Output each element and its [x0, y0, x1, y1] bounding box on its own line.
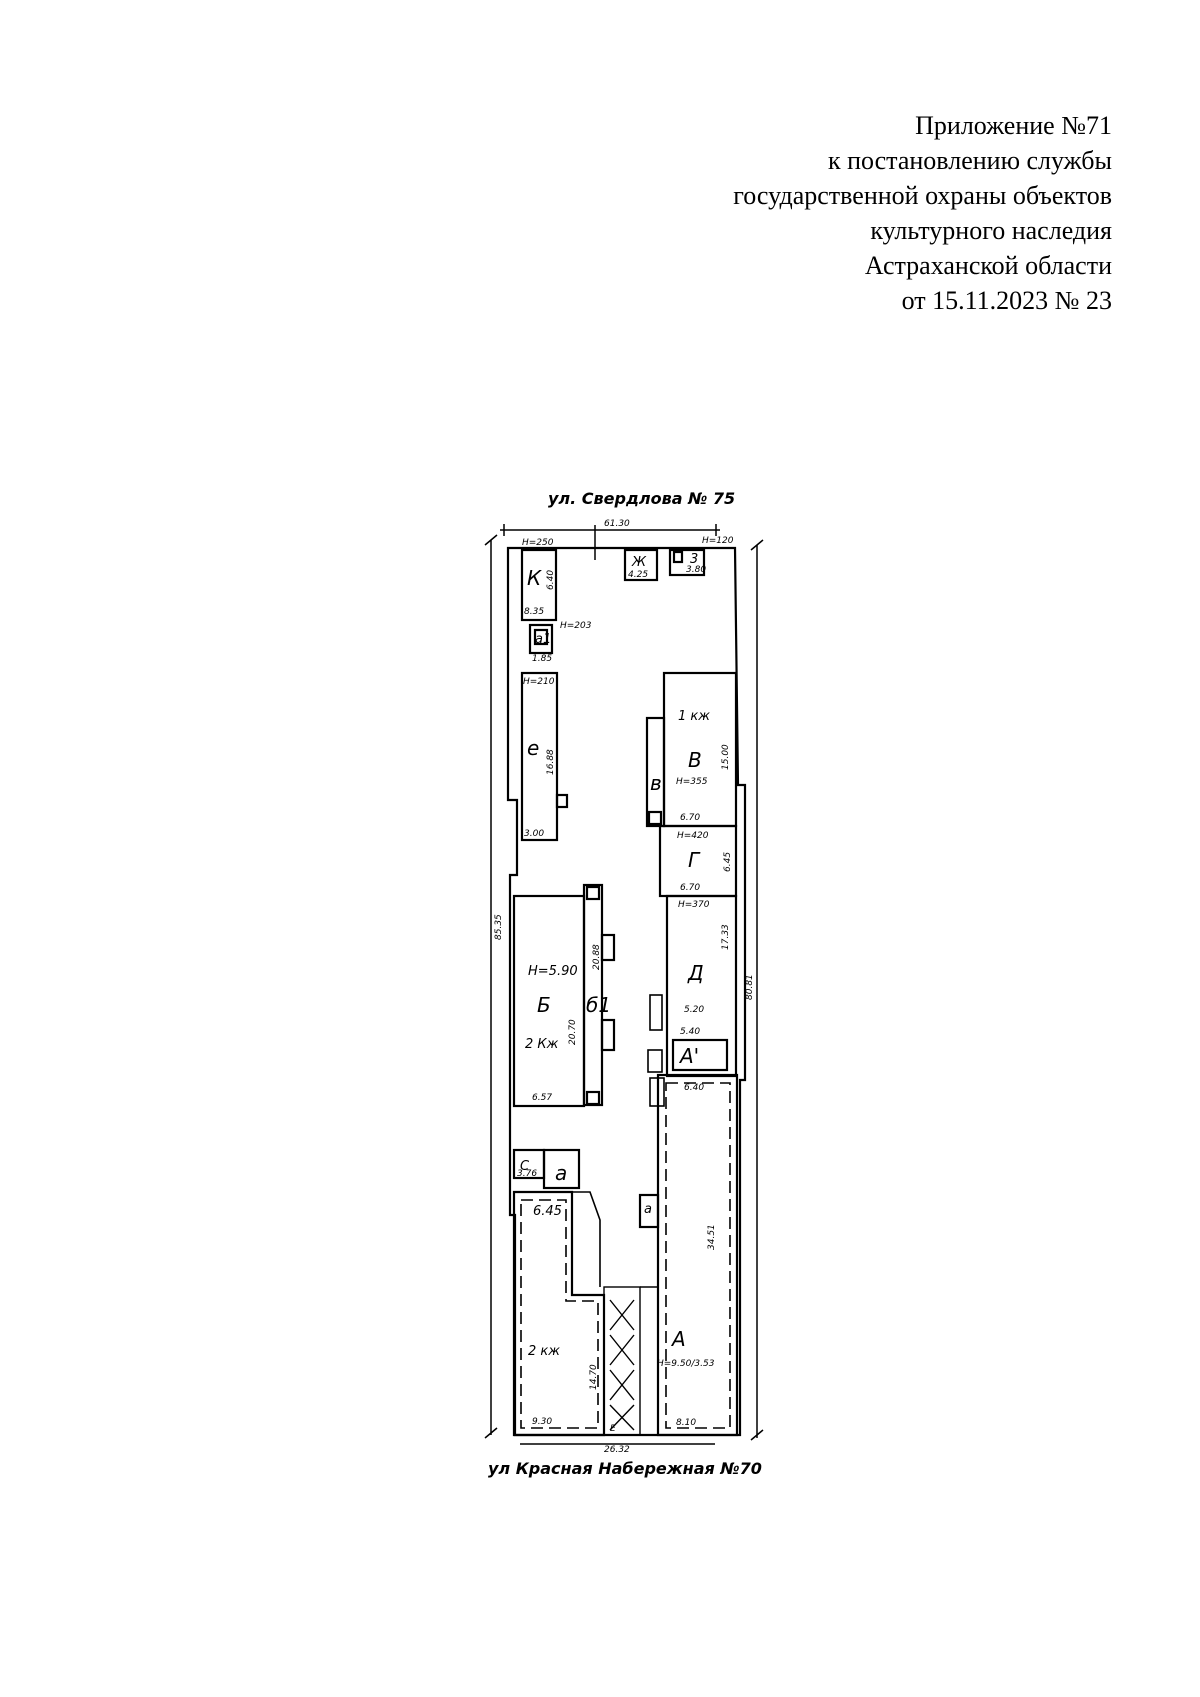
svg-text:Н=355: Н=355 — [676, 777, 708, 787]
svg-text:В: В — [688, 748, 702, 772]
svg-text:А': А' — [678, 1044, 699, 1068]
svg-text:6.57: 6.57 — [532, 1093, 552, 1103]
svg-text:а1: а1 — [535, 632, 551, 647]
svg-text:А: А — [670, 1327, 686, 1351]
header-line-2: к постановлению службы — [827, 146, 1112, 175]
svg-text:2 Кж: 2 Кж — [525, 1037, 559, 1052]
building-zh: Ж 4.25 — [623, 548, 659, 582]
svg-text:Н=120: Н=120 — [702, 536, 734, 546]
document-header: Приложение №71 к постановлению службы го… — [733, 108, 1112, 318]
header-line-6: от 15.11.2023 № 23 — [901, 286, 1112, 315]
svg-text:Н=210: Н=210 — [523, 677, 555, 687]
header-line-3: государственной охраны объектов — [733, 181, 1112, 210]
header-line-1: Приложение №71 — [915, 111, 1112, 140]
svg-text:5.40: 5.40 — [680, 1027, 700, 1037]
svg-text:8.10: 8.10 — [676, 1418, 696, 1428]
svg-text:Н=420: Н=420 — [677, 831, 709, 841]
svg-text:3.80: 3.80 — [686, 565, 706, 575]
dim-right: 80.81 — [745, 974, 755, 1000]
small-structures — [647, 994, 665, 1107]
courtyard-line — [572, 1075, 659, 1288]
passage: Е — [603, 1286, 641, 1436]
svg-text:Д: Д — [687, 961, 704, 985]
building-2kzh: 6.45 2 кж 14.70 9.30 — [512, 1190, 606, 1437]
building-b: Н=5.90 Б 2 Кж 20.70 6.57 — [512, 894, 586, 1108]
svg-text:3.00: 3.00 — [524, 829, 544, 839]
street-bottom-label: ул Красная Набережная №70 — [488, 1459, 762, 1478]
svg-text:Н=250: Н=250 — [522, 538, 554, 548]
svg-text:20.70: 20.70 — [568, 1019, 578, 1045]
svg-text:3.76: 3.76 — [517, 1169, 537, 1179]
building-a-lower: а — [638, 1193, 660, 1229]
dim-top: 61.30 — [604, 519, 630, 529]
svg-text:Г: Г — [688, 848, 701, 872]
svg-text:а: а — [644, 1202, 652, 1217]
building-e: е 16.88 3.00 Н=210 — [520, 671, 569, 842]
building-c: С 3.76 — [512, 1148, 546, 1180]
svg-text:б1: б1 — [586, 993, 611, 1017]
svg-text:15.00: 15.00 — [721, 744, 731, 770]
svg-text:14.70: 14.70 — [589, 1364, 599, 1390]
svg-text:в: в — [650, 771, 662, 795]
building-a-prime: А' 5.40 — [671, 1027, 729, 1072]
building-b1: б1 20.88 — [582, 883, 616, 1107]
svg-text:6.70: 6.70 — [680, 813, 700, 823]
building-a1: а1 1.85 Н=203 — [528, 621, 592, 664]
svg-text:1.85: 1.85 — [532, 654, 552, 664]
svg-text:Б: Б — [537, 993, 551, 1017]
svg-text:а: а — [555, 1161, 567, 1185]
svg-text:9.30: 9.30 — [532, 1417, 552, 1427]
svg-text:3: 3 — [690, 552, 698, 567]
svg-text:Н=9.50/3.53: Н=9.50/3.53 — [657, 1359, 715, 1369]
svg-text:2 кж: 2 кж — [528, 1344, 560, 1359]
building-g: Г Н=420 6.70 6.45 — [658, 824, 738, 898]
svg-text:6.40: 6.40 — [546, 570, 556, 590]
building-v: 1 кж В Н=355 6.70 15.00 — [662, 671, 738, 828]
svg-text:6.45: 6.45 — [533, 1204, 562, 1219]
svg-text:Н=370: Н=370 — [678, 900, 710, 910]
svg-text:Н=5.90: Н=5.90 — [528, 964, 578, 979]
header-line-5: Астраханской области — [864, 251, 1112, 280]
svg-text:4.25: 4.25 — [628, 570, 648, 580]
header-line-4: культурного наследия — [870, 216, 1112, 245]
svg-text:6.70: 6.70 — [680, 883, 700, 893]
dim-left: 85.35 — [494, 914, 504, 940]
building-3: 3 3.80 Н=120 — [668, 536, 734, 577]
svg-text:16.88: 16.88 — [546, 749, 556, 775]
street-top-label: ул. Свердлова № 75 — [548, 489, 735, 508]
building-v-annex: в — [645, 716, 666, 828]
building-k: К 8.35 6.40 Н=250 — [520, 538, 558, 622]
svg-text:Е: Е — [610, 1424, 616, 1434]
svg-text:К: К — [527, 566, 542, 590]
svg-text:Ж: Ж — [631, 555, 647, 570]
building-d: Д Н=370 17.33 5.20 — [665, 894, 738, 1078]
building-a-small: а — [542, 1148, 581, 1190]
svg-text:34.51: 34.51 — [707, 1224, 717, 1250]
svg-text:20.88: 20.88 — [592, 944, 602, 970]
svg-text:17.33: 17.33 — [721, 924, 731, 950]
dimension-lines — [484, 524, 764, 1445]
svg-text:С: С — [520, 1159, 530, 1174]
svg-text:6.40: 6.40 — [684, 1083, 704, 1093]
svg-text:8.35: 8.35 — [524, 607, 544, 617]
dim-bottom: 26.32 — [604, 1445, 630, 1455]
svg-text:6.45: 6.45 — [723, 852, 733, 872]
svg-text:е: е — [527, 736, 539, 760]
svg-text:Н=203: Н=203 — [560, 621, 592, 631]
svg-text:1 кж: 1 кж — [678, 709, 710, 724]
building-a: А Н=9.50/3.53 34.51 6.40 8.10 — [656, 1073, 739, 1437]
svg-text:5.20: 5.20 — [684, 1005, 704, 1015]
